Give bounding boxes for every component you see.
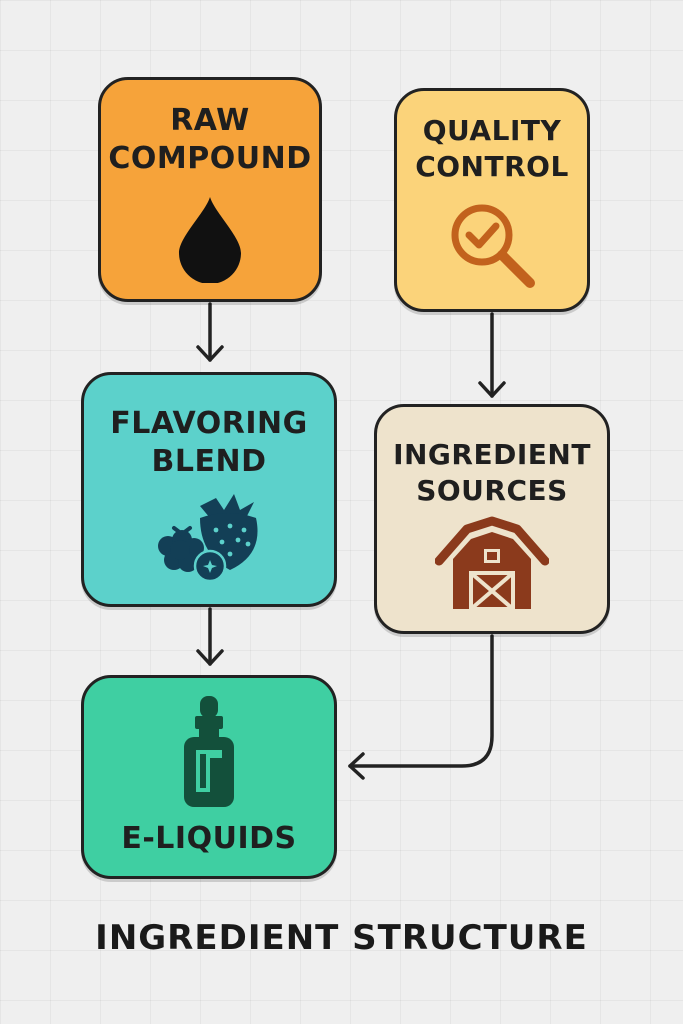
edge-flavoring-to-eliquids [196,607,224,666]
droplet-icon [179,196,241,283]
node-raw-compound-label: RAW COMPOUND [108,103,312,177]
node-quality-control: QUALITY CONTROL [394,88,590,312]
node-flavoring-blend: FLAVORING BLEND [81,372,337,607]
diagram-title: INGREDIENT STRUCTURE [95,918,588,958]
node-ingredient-sources: INGREDIENT SOURCES [374,404,610,634]
node-e-liquids: E-LIQUIDS [81,675,337,879]
node-e-liquids-label: E-LIQUIDS [121,821,297,856]
barn-icon [435,516,549,611]
berries-icon [158,493,258,583]
node-ingredient-sources-label: INGREDIENT SOURCES [393,438,591,507]
edge-sources-to-eliquids [348,634,494,780]
node-raw-compound: RAW COMPOUND [98,77,322,302]
node-quality-control-label: QUALITY CONTROL [415,114,569,183]
node-flavoring-blend-label: FLAVORING BLEND [110,406,308,480]
magnifier-check-icon [451,204,535,288]
edge-qc-to-sources [478,312,506,398]
dropper-bottle-icon [184,696,234,807]
edge-raw-to-flavoring [196,302,224,362]
